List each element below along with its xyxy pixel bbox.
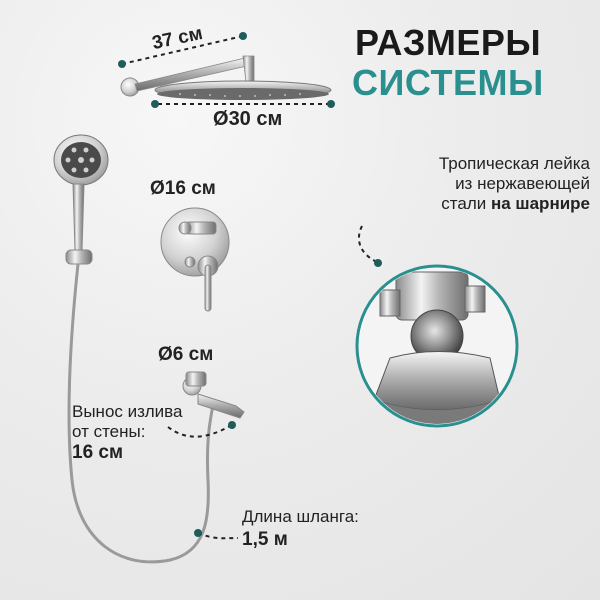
tropical-description: Тропическая лейка из нержавеющей стали н… <box>350 154 590 214</box>
title-line-1: РАЗМЕРЫ <box>355 22 542 63</box>
head-diameter-label: Ø30 см <box>213 108 282 131</box>
hose-length-text: Длина шланга: <box>242 507 359 526</box>
title-line-2: СИСТЕМЫ <box>352 62 544 103</box>
diameter-symbol: Ø <box>158 344 173 365</box>
shower-hose <box>67 263 216 564</box>
diameter-symbol: Ø <box>150 178 165 199</box>
tropical-line-3b: на шарнире <box>490 194 590 213</box>
swivel-joint-zoom <box>355 264 519 428</box>
mixer-valve <box>160 207 230 312</box>
hand-shower <box>53 134 109 265</box>
diameter-symbol: Ø <box>213 108 229 130</box>
tropical-line-3a: стали <box>441 194 491 213</box>
tropical-line-3: стали на шарнире <box>350 194 590 214</box>
tub-spout <box>182 371 245 419</box>
rain-shower-head <box>120 55 332 100</box>
valve-diameter-label: Ø16 см <box>150 178 216 200</box>
spout-line-2: от стены: <box>72 422 146 441</box>
spout-projection-value: 16 см <box>72 442 124 463</box>
tropical-line-1: Тропическая лейка <box>438 154 590 173</box>
head-diameter-value: 30 см <box>228 108 283 130</box>
spout-diameter-label: Ø6 см <box>158 344 213 366</box>
hose-length-value: 1,5 м <box>242 529 288 550</box>
valve-diameter-value: 16 см <box>164 178 216 199</box>
tropical-line-2: из нержавеющей <box>455 174 590 193</box>
spout-line-1: Вынос излива <box>72 402 183 421</box>
spout-diameter-value: 6 см <box>172 344 214 365</box>
spout-projection-text: Вынос излива от стены: <box>72 402 182 442</box>
